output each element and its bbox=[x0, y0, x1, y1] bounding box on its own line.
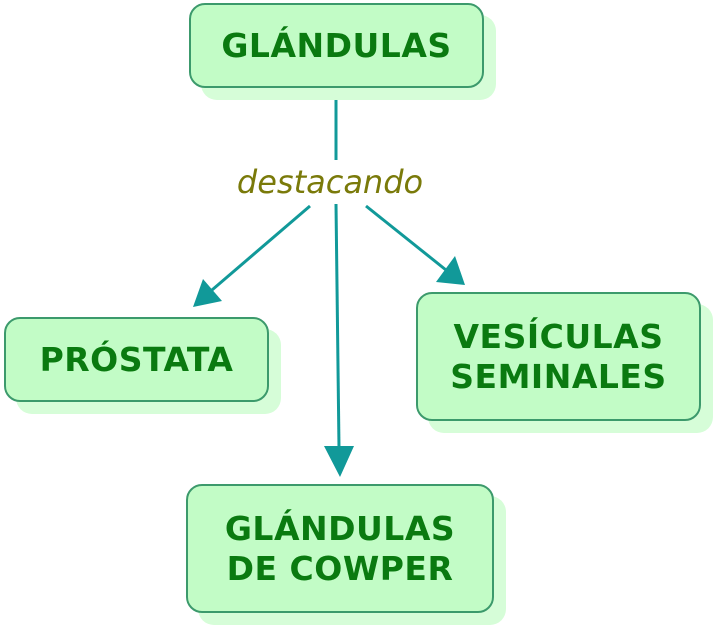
arrowhead-vesiculas bbox=[436, 256, 465, 285]
node-vesiculas-line-2: SEMINALES bbox=[450, 356, 667, 396]
node-glandulas-de-cowper[interactable]: GLÁNDULAS DE COWPER bbox=[186, 484, 494, 613]
arrowhead-cowper bbox=[324, 446, 354, 477]
node-cowper-line-1: GLÁNDULAS bbox=[224, 508, 456, 548]
link-label: destacando bbox=[210, 160, 450, 204]
node-glandulas-label: GLÁNDULAS bbox=[221, 25, 452, 65]
arrow-line-vesiculas bbox=[365, 204, 447, 272]
node-cowper-line-2: DE COWPER bbox=[226, 548, 454, 588]
node-prostata[interactable]: PRÓSTATA bbox=[4, 317, 269, 402]
arrow-line-cowper bbox=[334, 203, 341, 449]
node-prostata-label: PRÓSTATA bbox=[39, 339, 234, 379]
arrowhead-prostata bbox=[193, 279, 222, 307]
arrow-line-prostata bbox=[211, 204, 311, 292]
node-vesiculas-line-1: VESÍCULAS bbox=[453, 316, 664, 356]
node-glandulas[interactable]: GLÁNDULAS bbox=[189, 3, 484, 88]
node-vesiculas-seminales[interactable]: VESÍCULAS SEMINALES bbox=[416, 292, 701, 421]
